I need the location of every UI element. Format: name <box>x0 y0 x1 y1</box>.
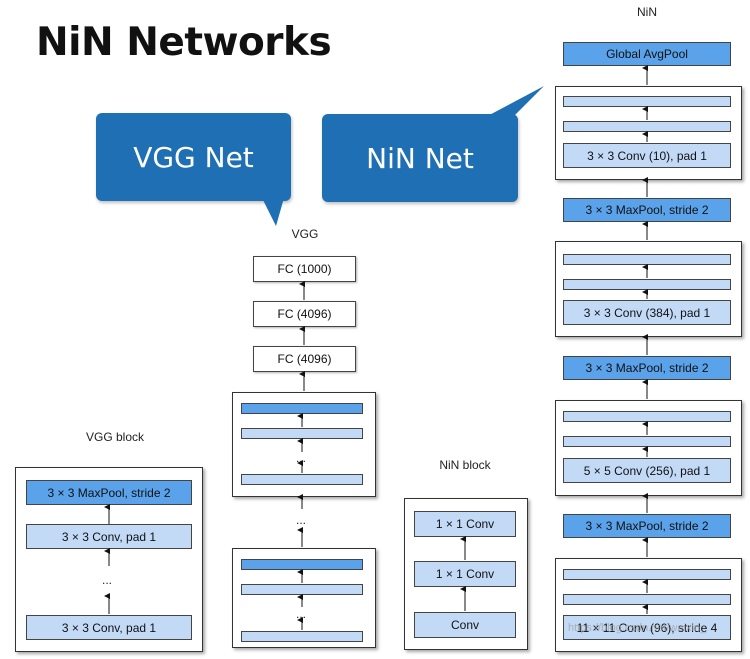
vgg-block-conv-bottom: 3 × 3 Conv, pad 1 <box>26 615 192 640</box>
page-title: NiN Networks <box>36 20 332 65</box>
nin-callout-tail <box>480 86 544 120</box>
nin-conv-96: 11 × 11 Conv (96), stride 4 <box>563 615 731 640</box>
nin-block-conv: Conv <box>414 612 516 638</box>
vgg-fc-4096-bottom: FC (4096) <box>253 346 356 372</box>
nin-conv-384: 3 × 3 Conv (384), pad 1 <box>563 300 731 325</box>
vgg-caption: VGG <box>291 227 319 241</box>
vgg-block-caption: VGG block <box>85 430 145 444</box>
nin-net-callout-label: NiN Net <box>366 141 474 175</box>
watermark: https://blog.csdn.net/weixin_ <box>568 622 707 634</box>
nin-global-avgpool: Global AvgPool <box>563 42 731 66</box>
vgg-upper-ellipsis: ... <box>296 451 307 465</box>
vgg-fc-4096-top: FC (4096) <box>253 301 356 327</box>
nin-maxpool-1: 3 × 3 MaxPool, stride 2 <box>563 198 731 222</box>
vgg-block-conv-top: 3 × 3 Conv, pad 1 <box>26 524 192 549</box>
vgg-callout-tail <box>262 198 284 226</box>
nin-block-conv-1x1-bottom: 1 × 1 Conv <box>414 561 516 587</box>
nin-net-callout: NiN Net <box>322 114 518 202</box>
vgg-upper-layer-3 <box>241 474 363 485</box>
nin-conv-10: 3 × 3 Conv (10), pad 1 <box>563 143 731 168</box>
vgg-lower-layer-3 <box>241 631 363 642</box>
vgg-lower-ellipsis: ... <box>296 607 307 621</box>
vgg-block-maxpool: 3 × 3 MaxPool, stride 2 <box>26 480 192 505</box>
vgg-block-ellipsis: ... <box>102 573 113 587</box>
nin-conv-256: 5 × 5 Conv (256), pad 1 <box>563 458 731 483</box>
vgg-between-ellipsis: ... <box>296 513 307 527</box>
nin-block-caption: NiN block <box>439 458 491 472</box>
vgg-net-callout: VGG Net <box>96 113 291 201</box>
vgg-net-callout-label: VGG Net <box>133 140 254 174</box>
nin-caption: NiN <box>637 5 657 19</box>
